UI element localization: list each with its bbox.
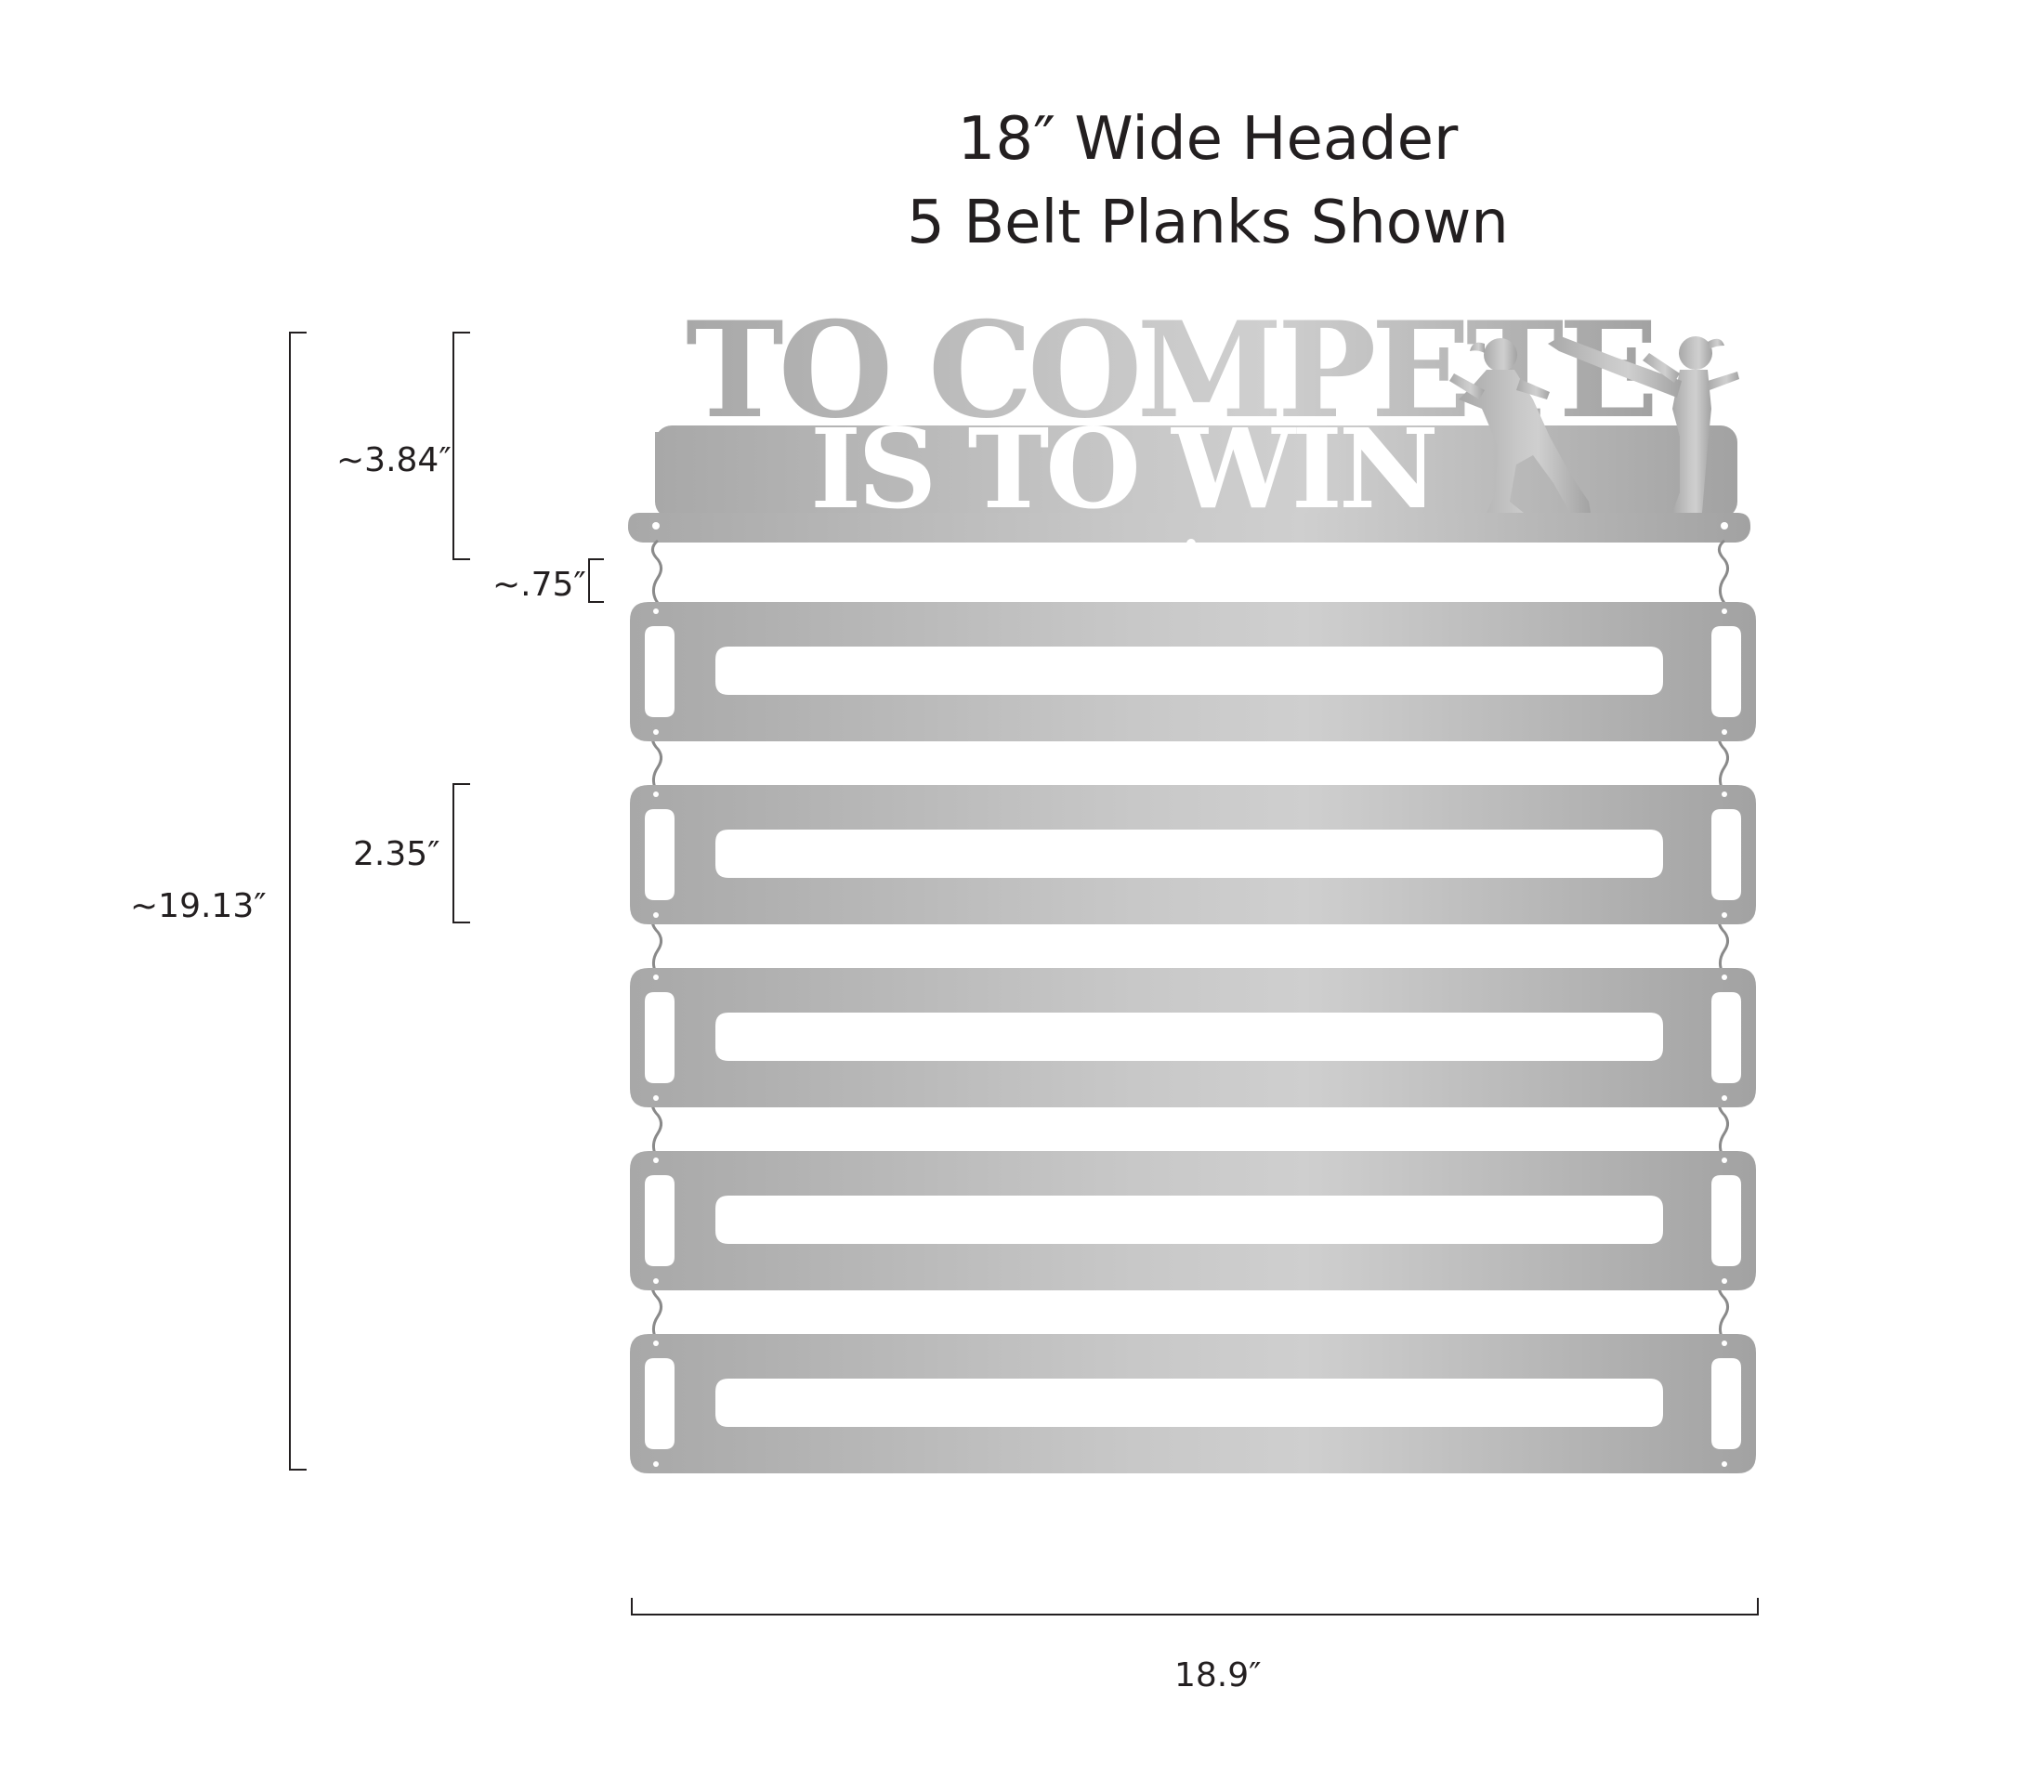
belt-plank — [630, 785, 1756, 924]
mount-hole-center — [1186, 539, 1196, 548]
karate-fighters-silhouette-icon — [1449, 336, 1739, 513]
plank-hole — [1722, 912, 1727, 918]
dim-total-height-label: ~19.13″ — [130, 887, 267, 925]
plank-hole — [653, 912, 659, 918]
belt-plank — [630, 1334, 1756, 1473]
plank-hole — [653, 791, 659, 797]
dim-header-height-label: ~3.84″ — [336, 441, 452, 479]
plank-hole — [653, 1158, 659, 1163]
plank-hole — [1722, 1095, 1727, 1101]
dim-header-height-bracket — [452, 332, 470, 560]
dim-plank-height-label: 2.35″ — [353, 835, 440, 873]
dimension-lines — [289, 332, 1759, 1615]
plank-hole — [1722, 729, 1727, 735]
dim-plank-height-bracket — [452, 783, 470, 923]
plank-hole — [1722, 1158, 1727, 1163]
dim-total-width-label: 18.9″ — [1174, 1656, 1262, 1694]
plank-hole — [653, 974, 659, 980]
s-hooks-group — [651, 539, 1729, 1352]
plank-hole — [1722, 1341, 1727, 1346]
belt-plank — [630, 602, 1756, 741]
plank-hole — [653, 1095, 659, 1101]
mount-hole-right — [1721, 522, 1728, 530]
dim-gap-bracket — [588, 558, 604, 603]
plank-hole — [1722, 1278, 1727, 1284]
belt-plank — [630, 1151, 1756, 1290]
header-text-line-2: IS TO WIN — [810, 404, 1435, 533]
mount-hole-left — [652, 522, 660, 530]
s-hook-icon — [651, 539, 662, 613]
plank-hole — [653, 1341, 659, 1346]
dim-total-width-bracket — [631, 1598, 1759, 1615]
belt-plank — [630, 968, 1756, 1107]
plank-hole — [1722, 608, 1727, 614]
title-line-1: 18″ Wide Header — [957, 105, 1459, 174]
s-hook-icon — [1718, 539, 1729, 613]
plank-hole — [1722, 974, 1727, 980]
plank-hole — [653, 1461, 659, 1467]
plank-hole — [1722, 1461, 1727, 1467]
plank-hole — [653, 729, 659, 735]
plank-hole — [653, 608, 659, 614]
dim-total-height-bracket — [289, 332, 307, 1471]
title-line-2: 5 Belt Planks Shown — [907, 189, 1509, 257]
plank-hole — [653, 1278, 659, 1284]
dim-gap-label: ~.75″ — [492, 566, 586, 604]
belt-planks-group — [630, 602, 1756, 1473]
plank-hole — [1722, 791, 1727, 797]
